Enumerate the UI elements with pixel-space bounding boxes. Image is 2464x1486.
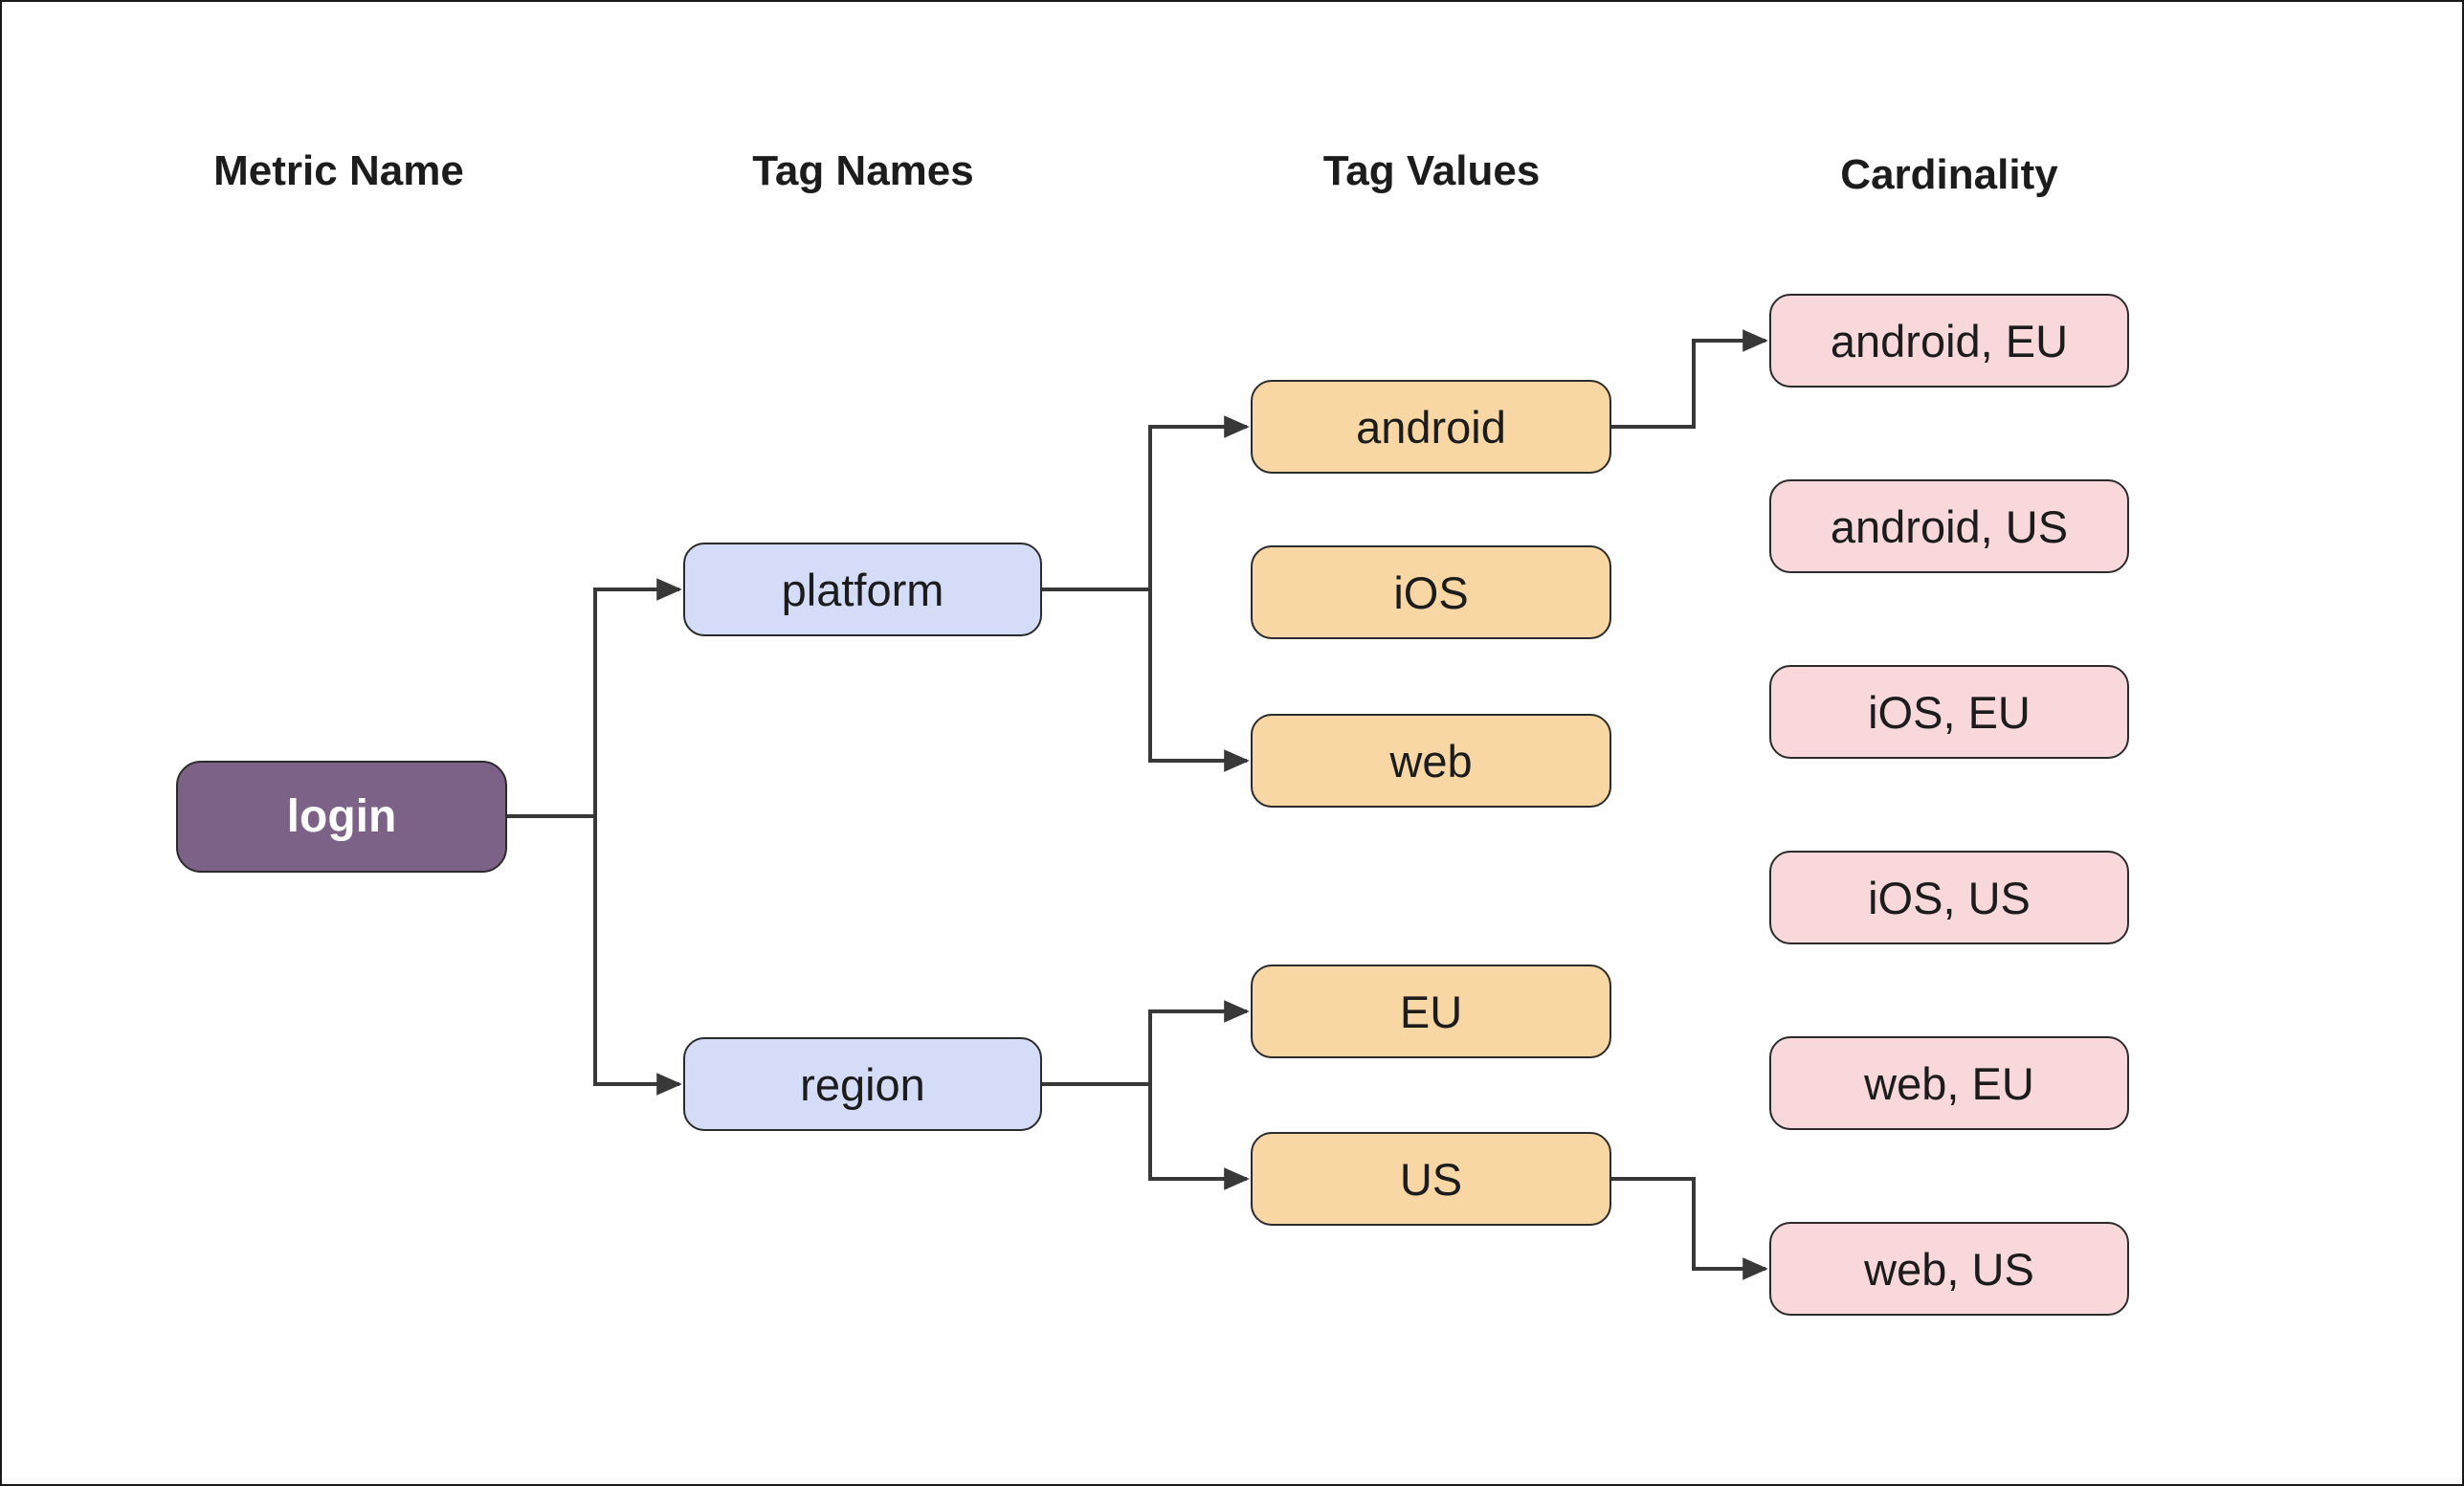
edge-platform-web xyxy=(1148,589,1250,772)
node-metric-login: login xyxy=(176,761,507,873)
node-tagname-region: region xyxy=(683,1037,1042,1131)
node-tagvalue-eu: EU xyxy=(1251,965,1611,1058)
column-header-tag-names: Tag Names xyxy=(752,147,974,194)
node-cardinality-web-eu: web, EU xyxy=(1769,1036,2129,1130)
node-tagvalue-android: android xyxy=(1251,380,1611,474)
edge-login-platform xyxy=(507,578,682,818)
edge-platform-android xyxy=(1042,415,1250,591)
edge-us-webus xyxy=(1611,1177,1768,1280)
column-header-cardinality: Cardinality xyxy=(1840,151,2058,198)
edge-login-region xyxy=(593,816,682,1096)
node-cardinality-ios-eu: iOS, EU xyxy=(1769,665,2129,759)
edge-region-eu xyxy=(1042,1000,1250,1086)
node-tagvalue-web: web xyxy=(1251,714,1611,808)
node-cardinality-android-us: android, US xyxy=(1769,479,2129,573)
node-tagname-platform: platform xyxy=(683,543,1042,636)
column-header-tag-values: Tag Values xyxy=(1322,147,1541,194)
node-tagvalue-us: US xyxy=(1251,1132,1611,1226)
node-cardinality-android-eu: android, EU xyxy=(1769,294,2129,388)
edge-android-androideu xyxy=(1611,329,1768,429)
node-cardinality-web-us: web, US xyxy=(1769,1222,2129,1316)
column-header-metric-name: Metric Name xyxy=(213,147,464,194)
edge-region-us xyxy=(1148,1084,1250,1190)
node-cardinality-ios-us: iOS, US xyxy=(1769,851,2129,944)
node-tagvalue-ios: iOS xyxy=(1251,545,1611,639)
